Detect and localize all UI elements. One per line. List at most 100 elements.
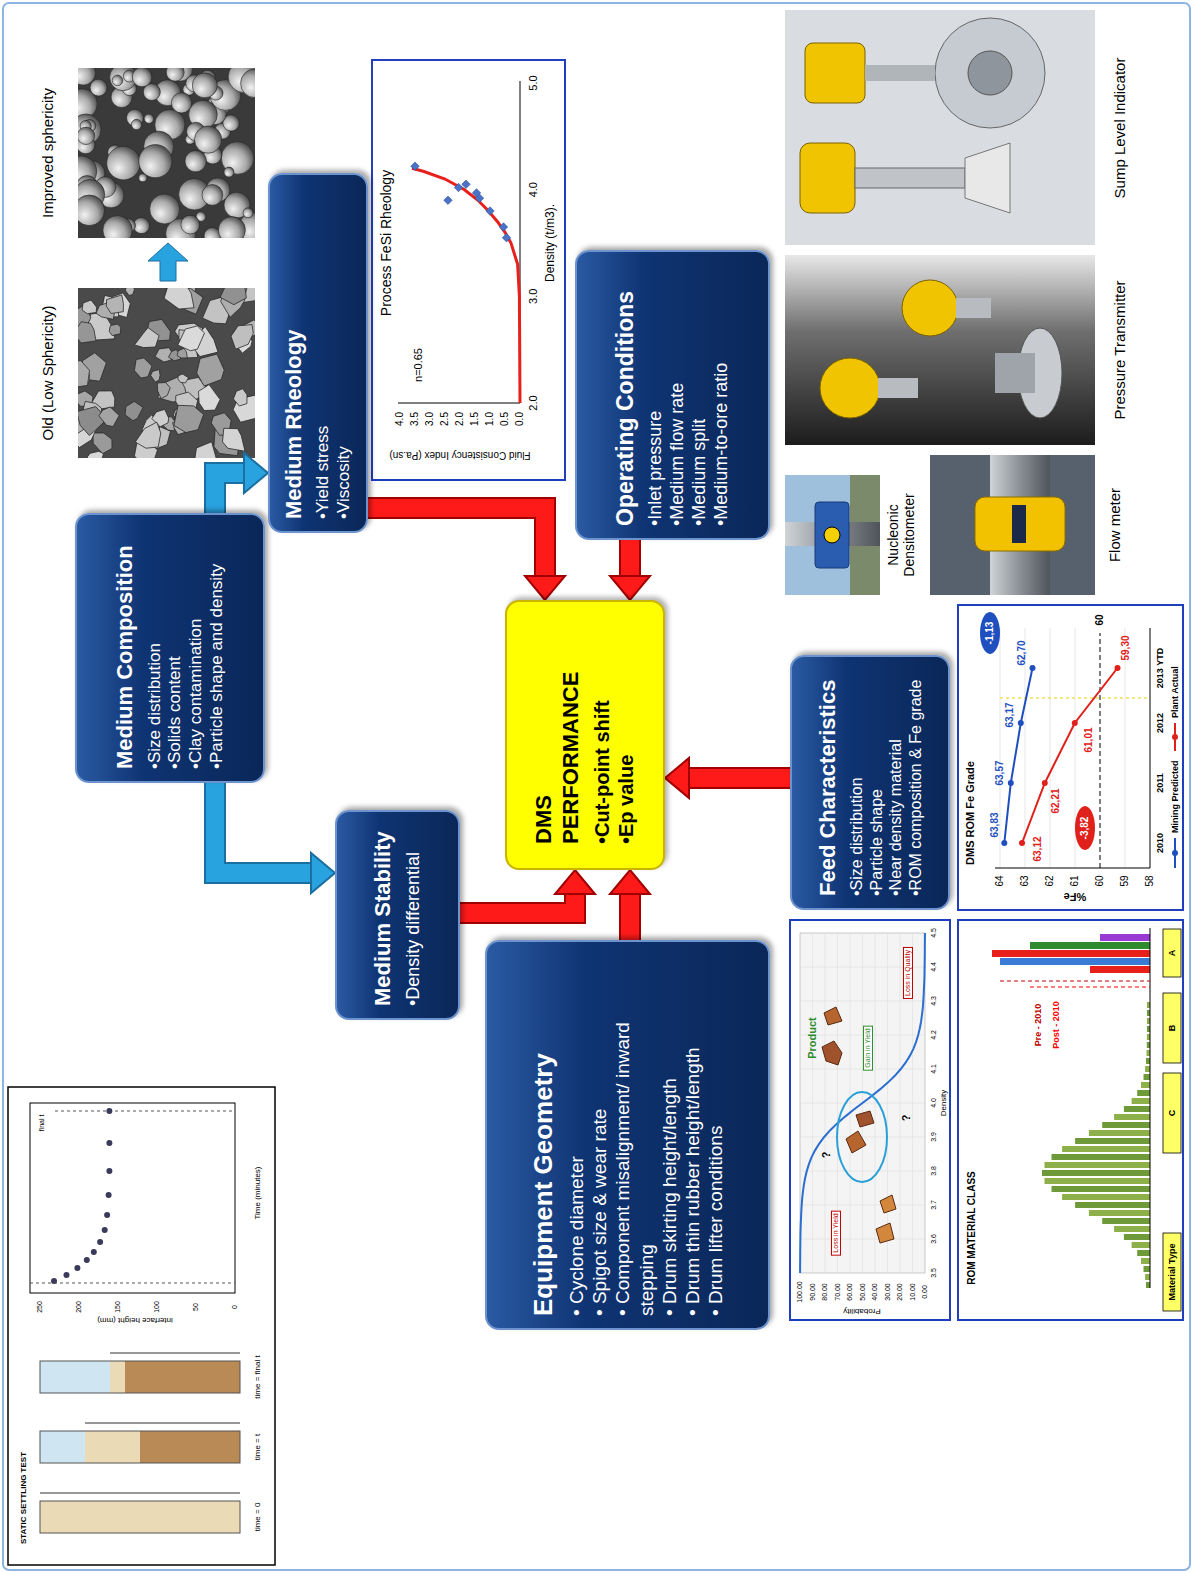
particle — [195, 126, 222, 153]
fe-grade-chart-part-part — [1018, 720, 1024, 726]
tick-label: 3.0 — [424, 412, 436, 426]
particle — [177, 348, 187, 358]
fe-grade-chart-part-part — [1050, 628, 1051, 868]
partition-curve-chart — [790, 920, 950, 1320]
axis-title: Fluid Consistency Index (Pa.sn) — [389, 449, 530, 461]
pressure-transmitter-photo-part — [995, 353, 1035, 393]
rheology-chart-part-part — [444, 196, 452, 204]
category-label: A — [1167, 950, 1177, 957]
fe-grade-chart-part — [1075, 806, 1095, 850]
box-heading: Operating Conditions — [612, 264, 640, 526]
tick-label: 3.9 — [930, 1132, 938, 1142]
data-point — [106, 1168, 112, 1174]
sphericity-images-part — [148, 243, 188, 281]
histogram-bar — [1062, 1194, 1150, 1200]
arrow-head — [311, 853, 335, 893]
histogram-bar — [1052, 1154, 1151, 1160]
rheology-chart — [372, 60, 565, 480]
slide-frame — [3, 3, 1190, 1570]
callout-tag: Loss in Yield — [831, 1210, 841, 1255]
arrow-shaft — [621, 893, 639, 940]
data-point — [97, 1239, 103, 1245]
value-label: 63,17 — [1004, 702, 1016, 727]
tick-label: 62 — [1044, 875, 1056, 886]
particle — [224, 167, 234, 177]
bullet-item: • Drum thin rubber height/length — [681, 954, 704, 1316]
sump-level-photo-part — [805, 43, 865, 103]
axis-title: Time (minutes) — [253, 1166, 262, 1219]
rom-material-chart — [958, 920, 1183, 1320]
sump-level-photo-part — [935, 18, 1045, 128]
histogram-bar — [992, 950, 1150, 957]
bullet-item: • Spigot size & wear rate — [588, 954, 611, 1316]
arrow-head — [610, 576, 650, 600]
rheology-chart-part-part — [499, 223, 507, 231]
arrow-outline — [368, 508, 545, 577]
fe-grade-chart-part — [958, 605, 1183, 910]
settling-test-panel-part — [40, 1493, 240, 1494]
performance-box: DMS PERFORMANCE•Cut-point shift•Ep value — [505, 600, 665, 870]
particle — [78, 114, 101, 144]
tick-label: 4.3 — [930, 996, 938, 1006]
box-heading: Equipment Geometry — [528, 954, 559, 1316]
tube-caption: time = final t — [253, 1355, 262, 1398]
tick-label: 100.00 — [796, 1281, 804, 1302]
particle — [135, 422, 161, 448]
chart-title: Process FeSi Rheology — [378, 170, 394, 316]
particle — [135, 328, 160, 348]
sump-level-photo-part — [785, 10, 1095, 245]
rom-material-chart-part — [1163, 1073, 1181, 1153]
histogram-bar — [1132, 1242, 1150, 1248]
tick-label: 70.00 — [833, 1283, 841, 1301]
fe-grade-chart-part-part — [1125, 628, 1126, 868]
histogram-bar — [1145, 1066, 1150, 1072]
histogram-bar — [1030, 942, 1150, 949]
bullet-item: • Drum skirting height/length — [658, 954, 681, 1316]
settling-test-panel-part — [85, 1431, 140, 1463]
rom-material-chart-part — [1163, 1233, 1181, 1311]
data-point — [102, 1227, 108, 1233]
partition-curve-chart-part — [800, 933, 925, 1273]
legend-text: Plant Actual — [1170, 666, 1180, 718]
tick-label: 200 — [75, 1301, 83, 1313]
histogram-bar — [1052, 1186, 1151, 1192]
bullet-item: •Medium flow rate — [667, 264, 689, 526]
settling-test-panel-part — [40, 1361, 240, 1393]
axis-title: interface height (mm) — [97, 1315, 173, 1324]
arrow-shaft — [215, 783, 312, 873]
histogram-bar — [1141, 1082, 1150, 1088]
fe-grade-chart-part — [1004, 668, 1032, 843]
tick-label: 150 — [114, 1301, 122, 1313]
histogram-bar — [1102, 1122, 1150, 1128]
particle — [103, 215, 132, 238]
data-point — [84, 1257, 90, 1263]
tick-label: 58 — [1144, 875, 1156, 886]
tick-label: 4.0 — [527, 182, 540, 197]
sump-level-photo-part — [968, 51, 1012, 95]
settling-test-panel-part — [40, 1361, 110, 1393]
particle — [90, 79, 107, 96]
tick-label: 3.5 — [409, 412, 421, 426]
fe-grade-chart-part — [1172, 734, 1178, 740]
rom-material-chart-part — [1000, 981, 1150, 982]
tick-label: 60 — [1094, 875, 1106, 886]
arrow-outline — [215, 783, 312, 873]
settling-test-panel — [8, 1087, 275, 1565]
photo-caption: Flow meter — [1106, 488, 1123, 562]
particle — [243, 208, 253, 218]
particle — [218, 217, 245, 238]
bullet-item: •Clay contamination — [186, 527, 207, 769]
tick-label: 250 — [36, 1301, 44, 1313]
densitometer-photo — [785, 475, 880, 595]
category-label: Material Type — [1167, 1244, 1177, 1301]
fe-grade-chart-part — [1022, 668, 1118, 843]
particle — [223, 428, 246, 451]
box-heading: DMS PERFORMANCE — [531, 626, 584, 844]
axis-title: Probability — [843, 1306, 880, 1315]
arrow-outline — [460, 893, 575, 913]
rom-material-chart-part — [1163, 929, 1181, 977]
particle — [157, 383, 170, 399]
bullet-item: •Particle shape — [867, 669, 887, 896]
chart-note: final t — [38, 1115, 46, 1132]
sump-level-photo-part — [800, 143, 855, 213]
